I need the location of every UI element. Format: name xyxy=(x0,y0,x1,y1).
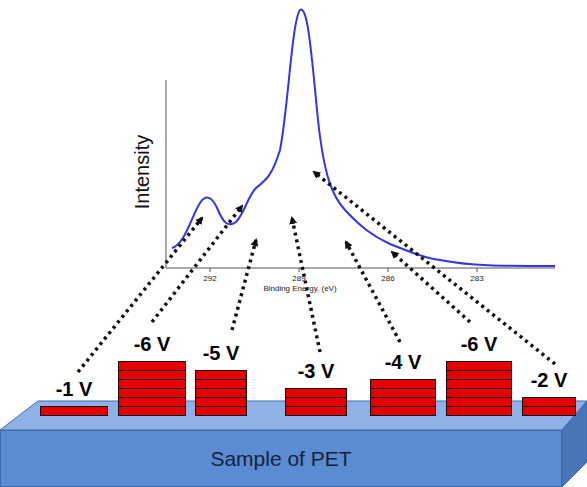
layer-stack xyxy=(370,379,436,416)
tick-label: 283 xyxy=(470,275,483,283)
sample-slab: Sample of PET xyxy=(0,430,562,487)
voltage-label: -4 V xyxy=(370,351,436,373)
xps-spectrum xyxy=(172,10,555,266)
tick-label: 289 xyxy=(292,275,305,283)
slab-label: Sample of PET xyxy=(210,447,351,471)
layer-bar xyxy=(285,388,347,397)
layer-stack xyxy=(195,370,247,416)
voltage-label: -5 V xyxy=(195,342,247,364)
layer-bar xyxy=(370,388,436,397)
voltage-stack: -2 V xyxy=(522,369,576,416)
y-axis xyxy=(166,80,167,268)
layer-bar xyxy=(446,388,512,397)
axis-title: Binding Energy, (eV) xyxy=(263,285,336,293)
layer-bar xyxy=(446,406,512,416)
layer-bar xyxy=(118,397,186,406)
layer-bar xyxy=(195,397,247,406)
layer-bar xyxy=(446,361,512,370)
slab-top xyxy=(0,401,587,430)
voltage-label: -3 V xyxy=(285,360,347,382)
tick-label: 286 xyxy=(381,275,394,283)
layer-bar xyxy=(118,406,186,416)
layer-bar xyxy=(195,370,247,379)
layer-bar xyxy=(285,406,347,416)
layer-bar xyxy=(195,388,247,397)
layer-bar xyxy=(446,370,512,379)
layer-bar xyxy=(118,379,186,388)
layer-stack xyxy=(285,388,347,416)
axis-title: Intensity xyxy=(132,135,152,209)
layer-bar xyxy=(285,397,347,406)
layer-bar xyxy=(40,406,108,416)
layer-bar xyxy=(195,379,247,388)
voltage-stack: -1 V xyxy=(40,378,108,416)
voltage-label: -6 V xyxy=(446,333,512,355)
layer-stack xyxy=(40,406,108,416)
layer-bar xyxy=(522,406,576,416)
layer-bar xyxy=(370,406,436,416)
layer-bar xyxy=(370,397,436,406)
layer-bar xyxy=(118,361,186,370)
voltage-label: -6 V xyxy=(118,333,186,355)
voltage-stack: -6 V xyxy=(446,333,512,416)
voltage-label: -2 V xyxy=(522,369,576,391)
layer-bar xyxy=(370,379,436,388)
layer-stack xyxy=(522,397,576,416)
voltage-stack: -4 V xyxy=(370,351,436,416)
voltage-stack: -5 V xyxy=(195,342,247,416)
layer-bar xyxy=(118,370,186,379)
layer-bar xyxy=(195,406,247,416)
voltage-stack: -3 V xyxy=(285,360,347,416)
tick-label: 292 xyxy=(203,275,216,283)
layer-bar xyxy=(522,397,576,406)
voltage-label: -1 V xyxy=(40,378,108,400)
layer-stack xyxy=(118,361,186,416)
layer-stack xyxy=(446,361,512,416)
layer-bar xyxy=(446,397,512,406)
layer-bar xyxy=(446,379,512,388)
layer-bar xyxy=(118,388,186,397)
voltage-stack: -6 V xyxy=(118,333,186,416)
